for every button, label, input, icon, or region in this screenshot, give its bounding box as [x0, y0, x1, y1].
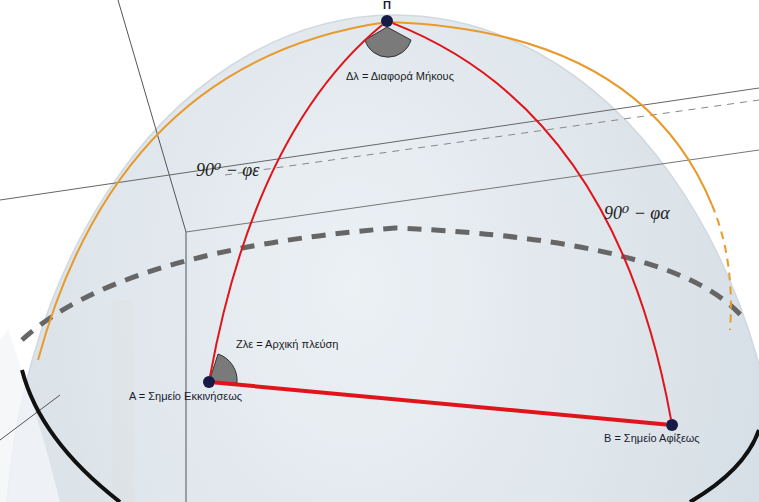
arrival-point: B = Σημείο Αφίξεως	[666, 419, 678, 431]
start-point: A = Σημείο Εκκινήσεως	[203, 376, 215, 388]
axis-line	[0, 88, 759, 200]
sphere-highlight	[0, 330, 60, 502]
meridian	[38, 22, 712, 360]
point-label: B = Σημείο Αφίξεως	[604, 432, 700, 445]
equator-front	[690, 430, 759, 502]
connector-path	[215, 383, 666, 425]
point-label: A = Σημείο Εκκινήσεως	[129, 390, 242, 403]
sphere	[5, 15, 759, 502]
axis-line	[186, 150, 759, 232]
angle-label: Ζλε = Αρχική πλεύση	[236, 338, 338, 351]
pole-point: Π	[381, 15, 393, 27]
arc-length-label: 90⁰ − φε	[196, 160, 259, 182]
connector-path	[393, 23, 671, 419]
equator-back	[22, 228, 745, 340]
route-line	[215, 383, 666, 425]
great-circle-arc	[393, 23, 671, 419]
angle-label: Δλ = Διαφορά Μήκους	[346, 70, 454, 83]
equator-front	[22, 370, 120, 502]
axis-line	[186, 232, 187, 502]
angle-wedge	[365, 27, 411, 57]
meridian-hidden	[712, 205, 731, 330]
point-label: Π	[383, 0, 391, 12]
arc-length-label: 90⁰ − φα	[604, 203, 670, 225]
